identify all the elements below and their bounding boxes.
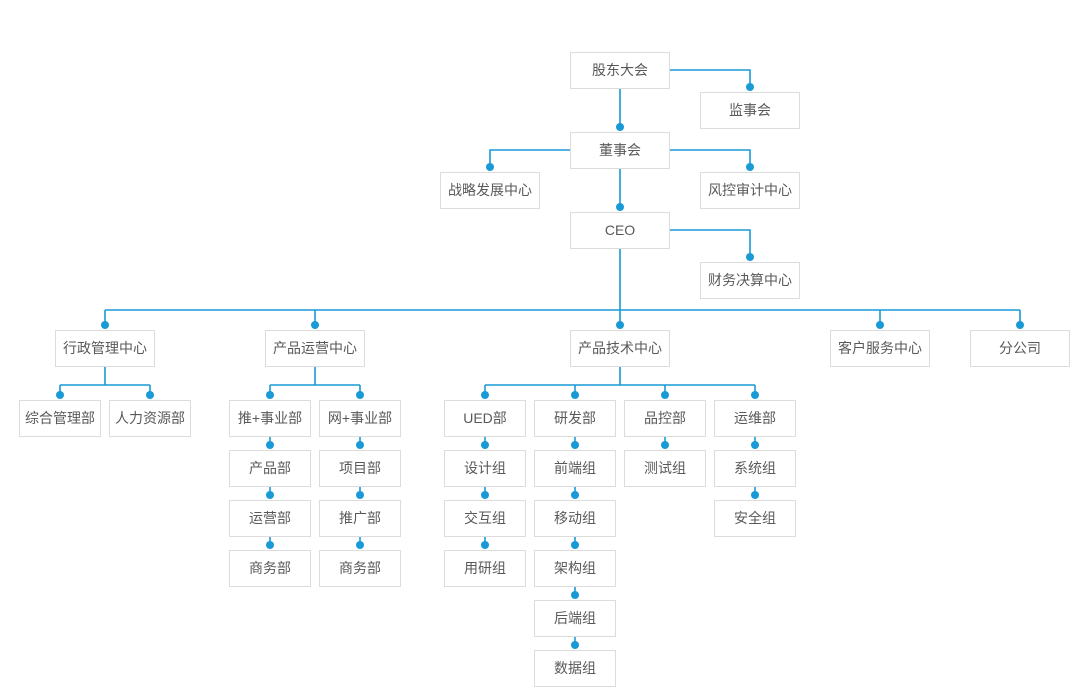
node-wang-business-dept: 网+事业部 [319, 400, 401, 437]
node-product-tech-center: 产品技术中心 [570, 330, 670, 367]
node-shareholders-meeting: 股东大会 [570, 52, 670, 89]
node-architecture-group: 架构组 [534, 550, 616, 587]
node-project-dept: 项目部 [319, 450, 401, 487]
node-qc-dept: 品控部 [624, 400, 706, 437]
node-risk-audit-center: 风控审计中心 [700, 172, 800, 209]
node-product-dept: 产品部 [229, 450, 311, 487]
node-hr-dept: 人力资源部 [109, 400, 191, 437]
node-ued-dept: UED部 [444, 400, 526, 437]
node-business-dept-a: 商务部 [229, 550, 311, 587]
node-system-group: 系统组 [714, 450, 796, 487]
node-data-group: 数据组 [534, 650, 616, 687]
node-tui-business-dept: 推+事业部 [229, 400, 311, 437]
node-customer-service-center: 客户服务中心 [830, 330, 930, 367]
node-board-of-directors: 董事会 [570, 132, 670, 169]
node-user-research-group: 用研组 [444, 550, 526, 587]
node-mobile-group: 移动组 [534, 500, 616, 537]
node-interaction-group: 交互组 [444, 500, 526, 537]
node-supervisory-board: 监事会 [700, 92, 800, 129]
node-operations-dept: 运营部 [229, 500, 311, 537]
node-ops-maint-dept: 运维部 [714, 400, 796, 437]
node-finance-center: 财务决算中心 [700, 262, 800, 299]
node-general-admin-dept: 综合管理部 [19, 400, 101, 437]
node-frontend-group: 前端组 [534, 450, 616, 487]
node-design-group: 设计组 [444, 450, 526, 487]
node-testing-group: 测试组 [624, 450, 706, 487]
node-business-dept-b: 商务部 [319, 550, 401, 587]
connector-main-spine [104, 309, 1021, 325]
node-ceo: CEO [570, 212, 670, 249]
node-strategy-dev-center: 战略发展中心 [440, 172, 540, 209]
connector-center-branches [59, 367, 756, 395]
node-promotion-dept: 推广部 [319, 500, 401, 537]
node-admin-center: 行政管理中心 [55, 330, 155, 367]
node-security-group: 安全组 [714, 500, 796, 537]
node-rnd-dept: 研发部 [534, 400, 616, 437]
node-backend-group: 后端组 [534, 600, 616, 637]
node-product-ops-center: 产品运营中心 [265, 330, 365, 367]
node-branch-company: 分公司 [970, 330, 1070, 367]
